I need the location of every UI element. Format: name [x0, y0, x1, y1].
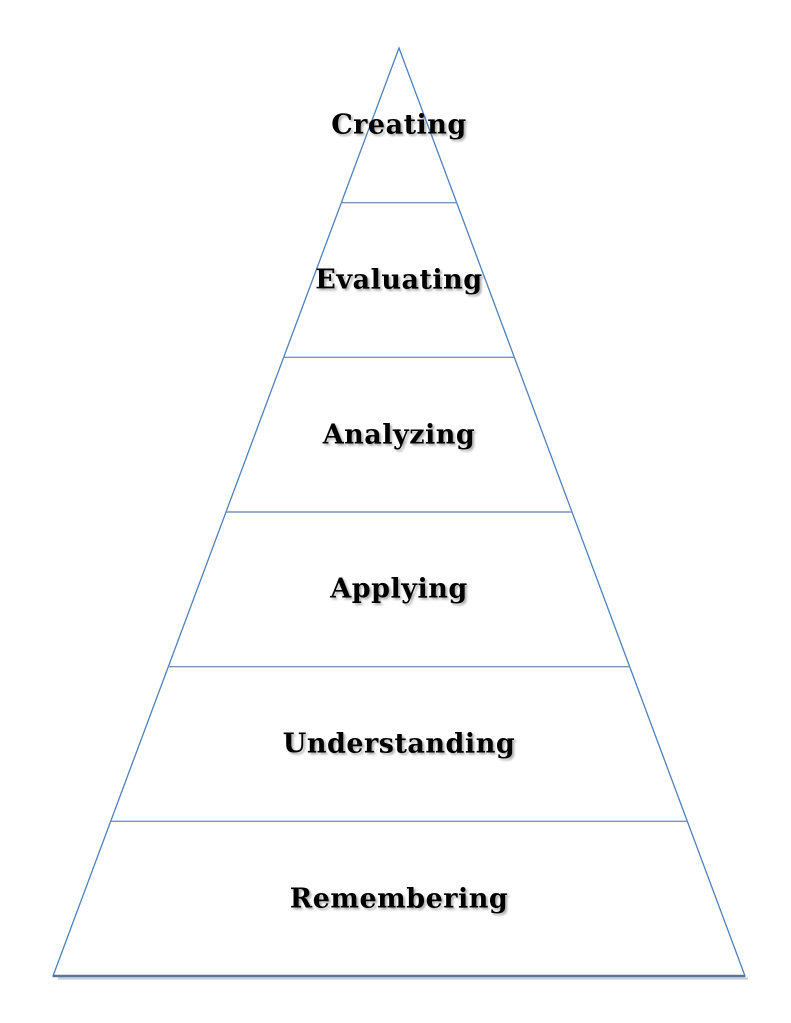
level-label-understanding: Understanding — [282, 728, 516, 760]
level-label-applying: Applying — [330, 573, 468, 605]
level-label-remembering: Remembering — [289, 883, 509, 915]
level-label-evaluating: Evaluating — [315, 264, 483, 296]
level-label-analyzing: Analyzing — [322, 419, 476, 451]
level-label-creating: Creating — [331, 109, 467, 141]
